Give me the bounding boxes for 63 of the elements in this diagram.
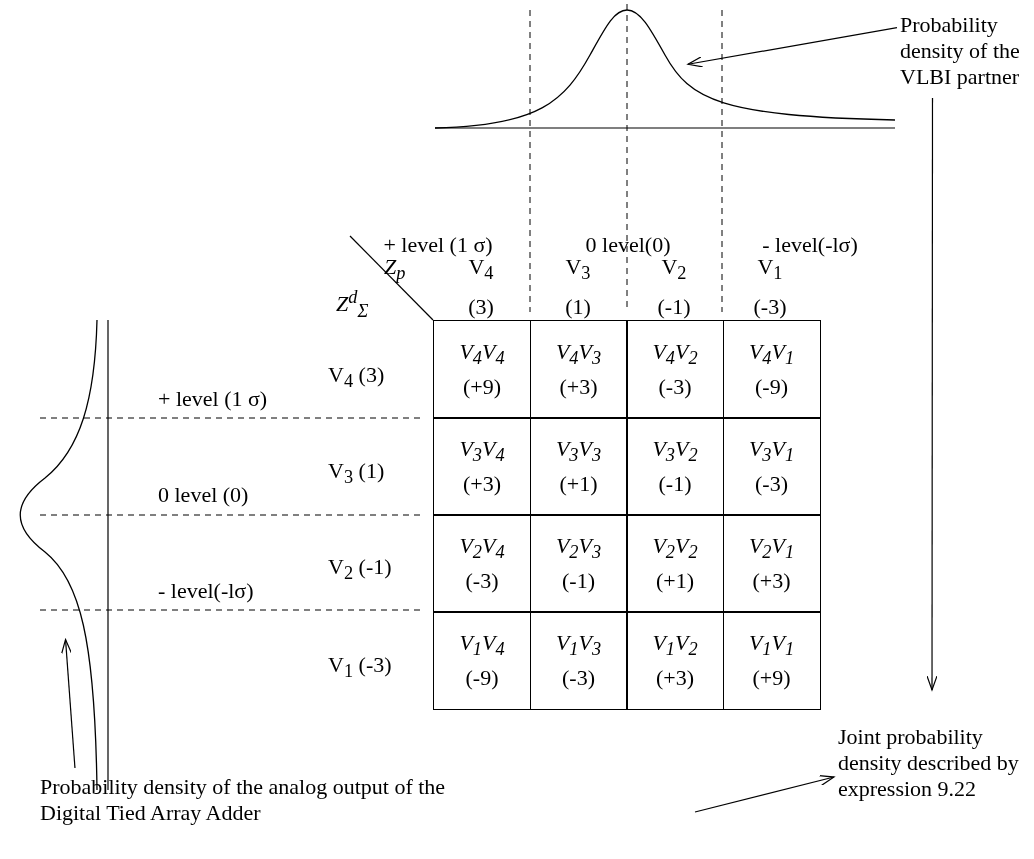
cell-value: (+9) [752,663,791,692]
cell-value: (-9) [465,663,499,692]
table-cell [626,611,724,710]
cell-value: (+3) [752,566,791,595]
table-cell [626,514,724,613]
cell-product: V$_{1}$V$_{1}$ [748,629,795,662]
leader-arrow [60,639,76,769]
cell-value: (-9) [755,372,788,401]
level-label: + level (1 σ) [158,386,269,412]
cell-product: V$_{1}$V$_{3}$ [555,629,602,662]
cell-value: (-1) [562,566,595,595]
arrow [694,775,835,813]
table-cell [722,514,821,613]
cell-product: V$_{1}$V$_{4}$ [459,629,505,662]
table-cell [529,611,628,710]
table-cell [722,417,821,516]
cell-value: (+3) [559,372,598,401]
cell-product: V$_{2}$V$_{2}$ [652,532,698,565]
cell-product: V$_{4}$V$_{4}$ [459,338,505,371]
table-cell [433,611,531,710]
caption-text: Probability density of the VLBI partner [900,12,1030,90]
cell-product: V$_{2}$V$_{4}$ [459,532,505,565]
row-header: V$_{2}$ (-1) [328,554,393,586]
cell-value: (-3) [562,663,595,692]
level-label: - level(-lσ) [158,578,255,604]
table-cell [433,320,531,419]
cell-value: (+3) [462,469,502,498]
density-curve [434,9,896,129]
table-cell [626,417,724,516]
cell-product: V$_{2}$V$_{1}$ [748,532,795,565]
table-cell [626,320,724,419]
arrow [926,97,938,691]
cell-value: (-1) [658,469,692,498]
cell-value: (+1) [559,469,598,498]
cell-product: V$_{4}$V$_{2}$ [652,338,698,371]
cell-product: V$_{4}$V$_{3}$ [555,338,602,371]
row-header: V$_{1}$ (-3) [328,652,393,684]
row-header: V$_{4}$ (3) [328,362,386,394]
cell-value: (-3) [658,372,692,401]
cell-value: (-3) [755,469,788,498]
table-cell [722,320,821,419]
cell-product: V$_{4}$V$_{1}$ [748,338,795,371]
cell-product: V$_{3}$V$_{3}$ [555,435,602,468]
table-cell [722,611,821,710]
table-cell [433,417,531,516]
cell-product: V$_{3}$V$_{2}$ [652,435,698,468]
table-cell [529,417,628,516]
level-label: 0 level (0) [158,482,250,508]
table-cell [433,514,531,613]
leader-arrow [687,27,898,68]
table-cell [529,320,628,419]
cell-value: (-3) [465,566,499,595]
cell-product: V$_{2}$V$_{3}$ [555,532,602,565]
cell-value: (+3) [655,663,695,692]
cell-value: (+9) [462,372,502,401]
caption-text: Joint probability density described by expression 9.22 [838,724,1034,802]
table-cell [529,514,628,613]
cell-product: V$_{3}$V$_{1}$ [748,435,795,468]
row-header: V$_{3}$ (1) [328,458,386,490]
cell-value: (+1) [655,566,695,595]
cell-product: V$_{1}$V$_{2}$ [652,629,698,662]
caption-text: Probability density of the analog output of the Digital Tied Array Adder [40,774,500,826]
cell-product: V$_{3}$V$_{4}$ [459,435,505,468]
